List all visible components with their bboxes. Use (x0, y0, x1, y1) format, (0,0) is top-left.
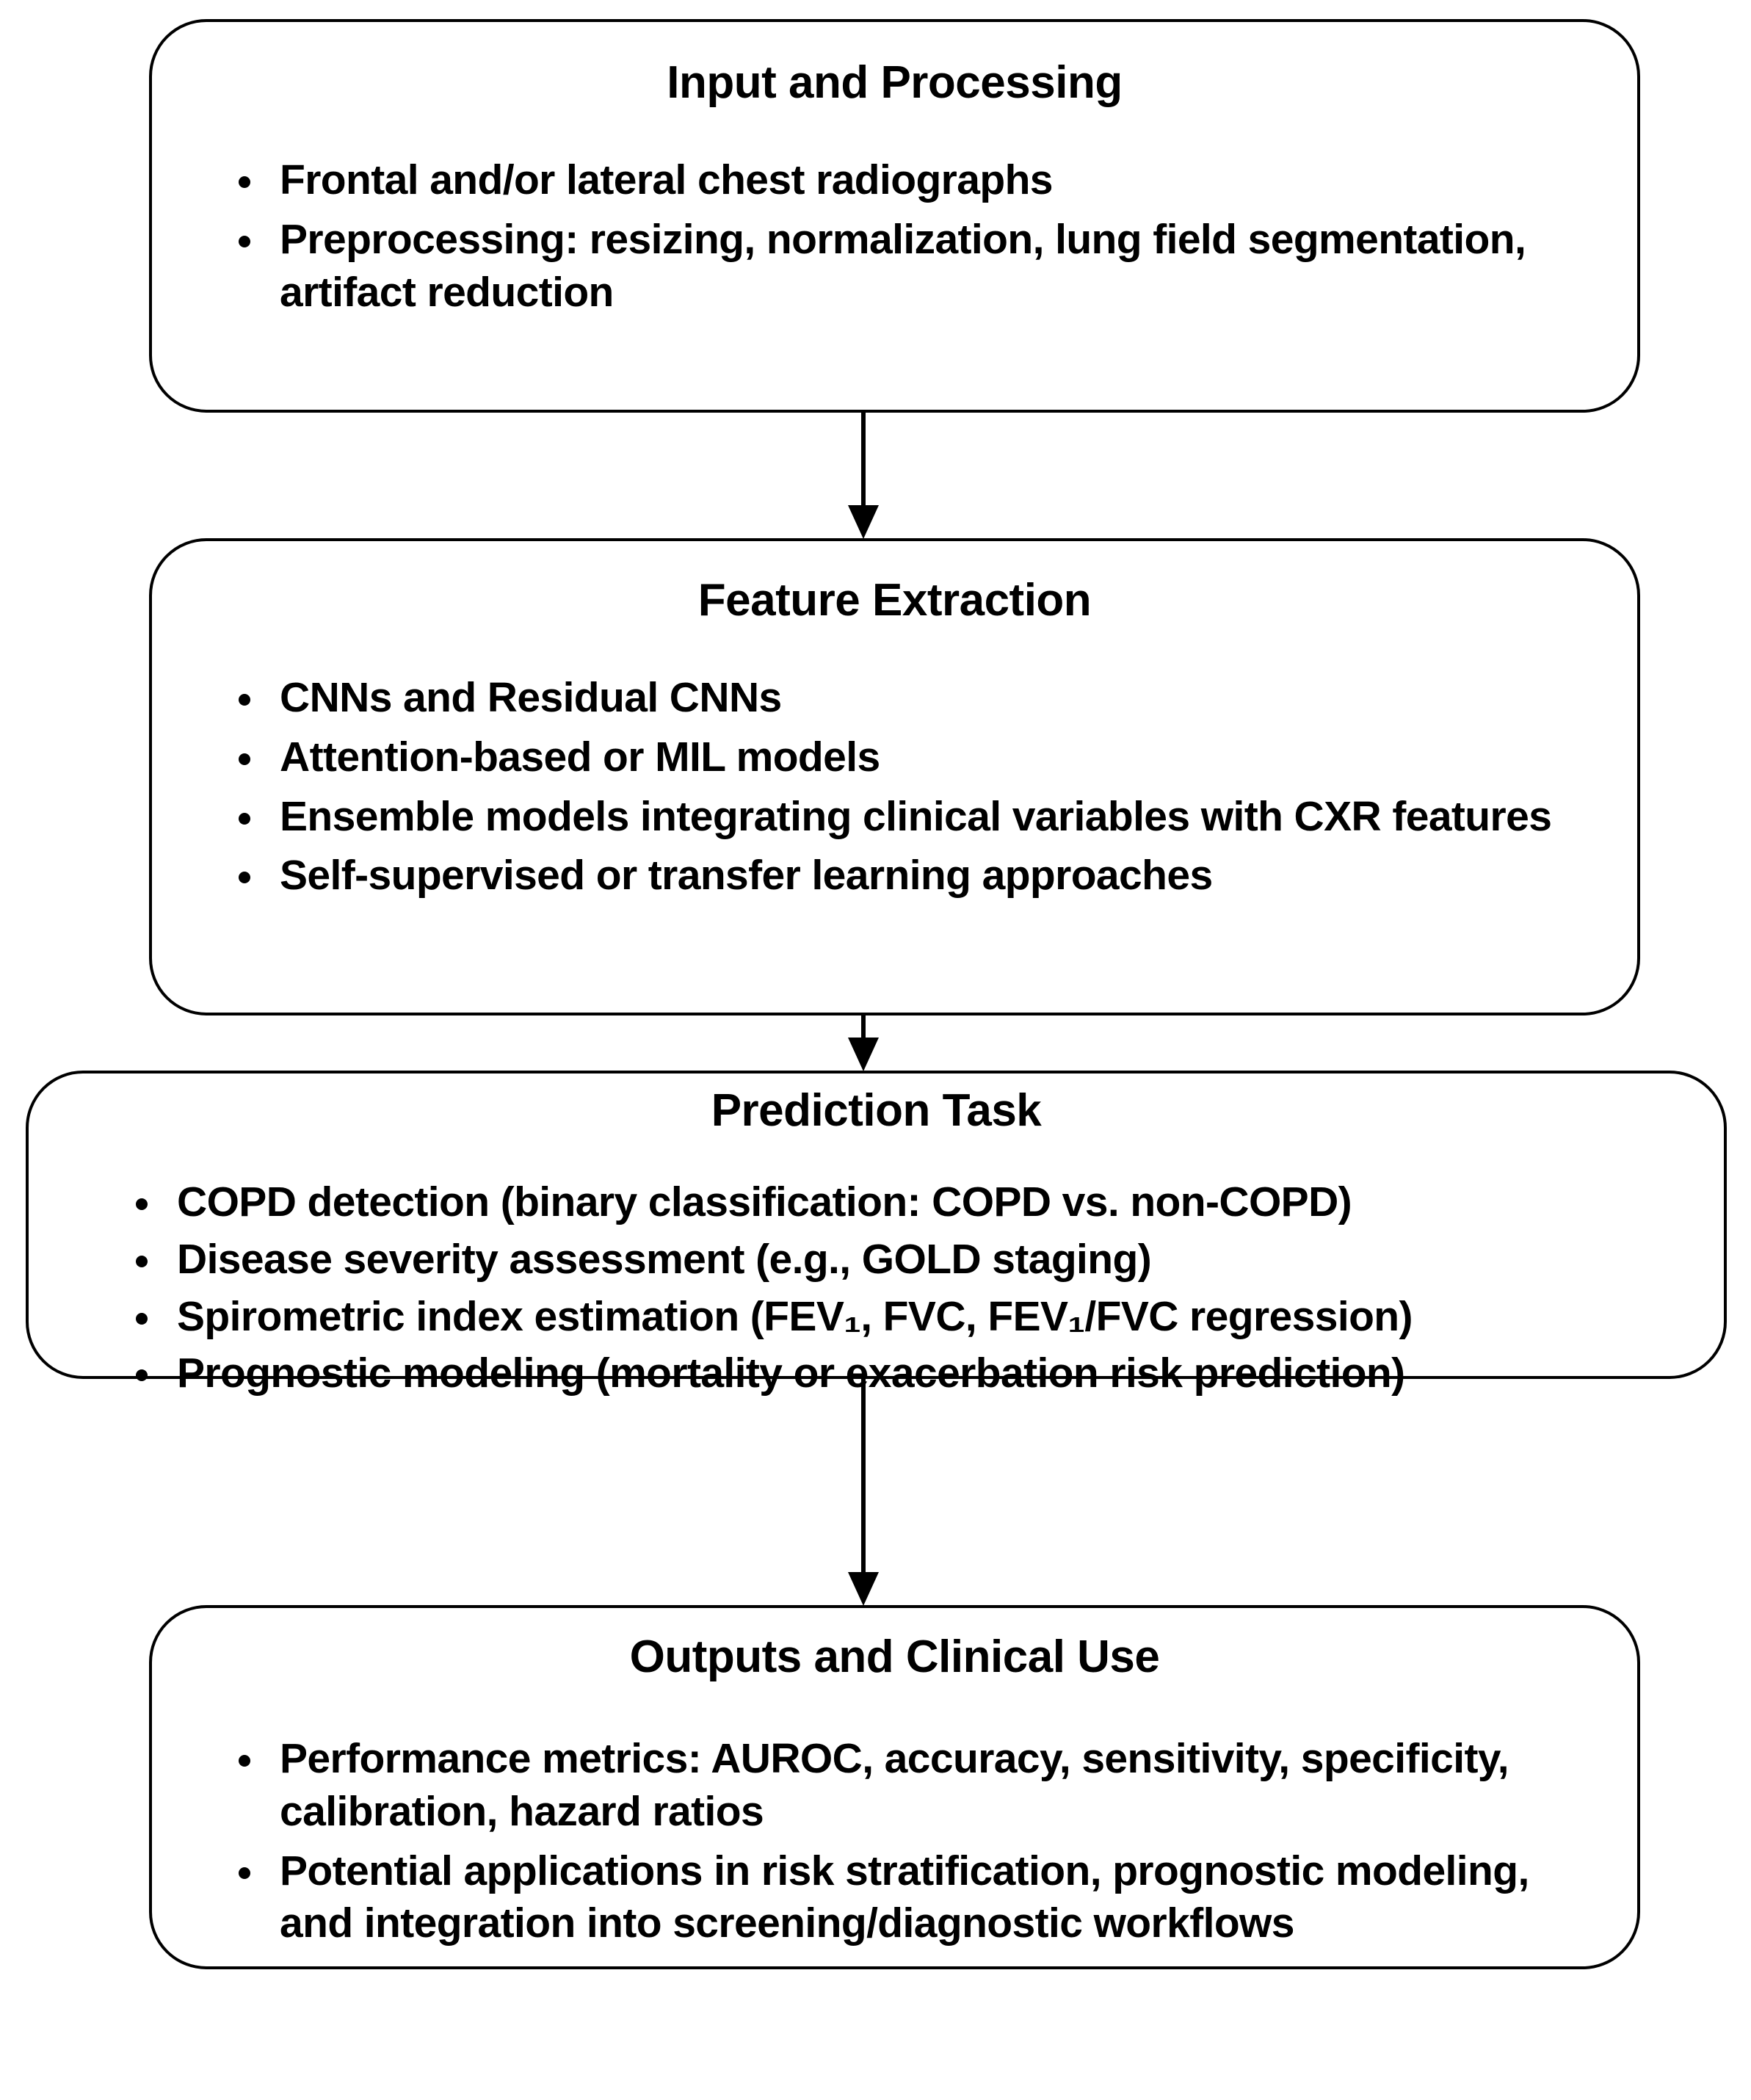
node-title-feature-extraction: Feature Extraction (697, 575, 1092, 626)
list-item: Spirometric index estimation (FEV₁, FVC,… (131, 1291, 1680, 1344)
arrow-head-icon (848, 1038, 879, 1071)
list-item: CNNs and Residual CNNs (234, 672, 1593, 725)
arrow-shaft (861, 1379, 866, 1576)
arrow-shaft (861, 413, 866, 510)
list-item: COPD detection (binary classification: C… (131, 1176, 1680, 1229)
flow-node-prediction-task[interactable]: Prediction Task COPD detection (binary c… (26, 1071, 1727, 1397)
list-item: Disease severity assessment (e.g., GOLD … (131, 1234, 1680, 1286)
bullet-list-feature-extraction: CNNs and Residual CNNs Attention-based o… (234, 672, 1593, 909)
flow-node-input-and-processing[interactable]: Input and Processing Frontal and/or late… (149, 19, 1640, 413)
arrow-shaft (861, 1015, 866, 1042)
list-item: Ensemble models integrating clinical var… (234, 791, 1593, 844)
list-item: Prognostic modeling (mortality or exacer… (131, 1347, 1680, 1400)
node-title-prediction-task: Prediction Task (711, 1085, 1042, 1136)
connector-arrow-prediction-to-outputs (848, 1379, 879, 1606)
list-item: Self-supervised or transfer learning app… (234, 850, 1593, 902)
arrow-head-icon (848, 1572, 879, 1606)
node-title-outputs-and-clinical-use: Outputs and Clinical Use (629, 1632, 1160, 1682)
flow-node-feature-extraction[interactable]: Feature Extraction CNNs and Residual CNN… (149, 538, 1640, 1015)
list-item: Frontal and/or lateral chest radiographs (234, 154, 1556, 207)
bullet-list-input-and-processing: Frontal and/or lateral chest radiographs… (234, 154, 1556, 325)
flow-node-outputs-and-clinical-use[interactable]: Outputs and Clinical Use Performance met… (149, 1605, 1640, 1969)
arrow-head-icon (848, 505, 879, 539)
bullet-list-outputs-and-clinical-use: Performance metrics: AUROC, accuracy, se… (234, 1733, 1556, 1957)
list-item: Preprocessing: resizing, normalization, … (234, 214, 1556, 319)
list-item: Potential applications in risk stratific… (234, 1845, 1556, 1951)
connector-arrow-feature-to-prediction (848, 1015, 879, 1071)
node-title-input-and-processing: Input and Processing (667, 57, 1123, 108)
bullet-list-prediction-task: COPD detection (binary classification: C… (131, 1176, 1680, 1405)
list-item: Attention-based or MIL models (234, 731, 1593, 784)
list-item: Performance metrics: AUROC, accuracy, se… (234, 1733, 1556, 1839)
connector-arrow-input-to-feature (848, 413, 879, 539)
